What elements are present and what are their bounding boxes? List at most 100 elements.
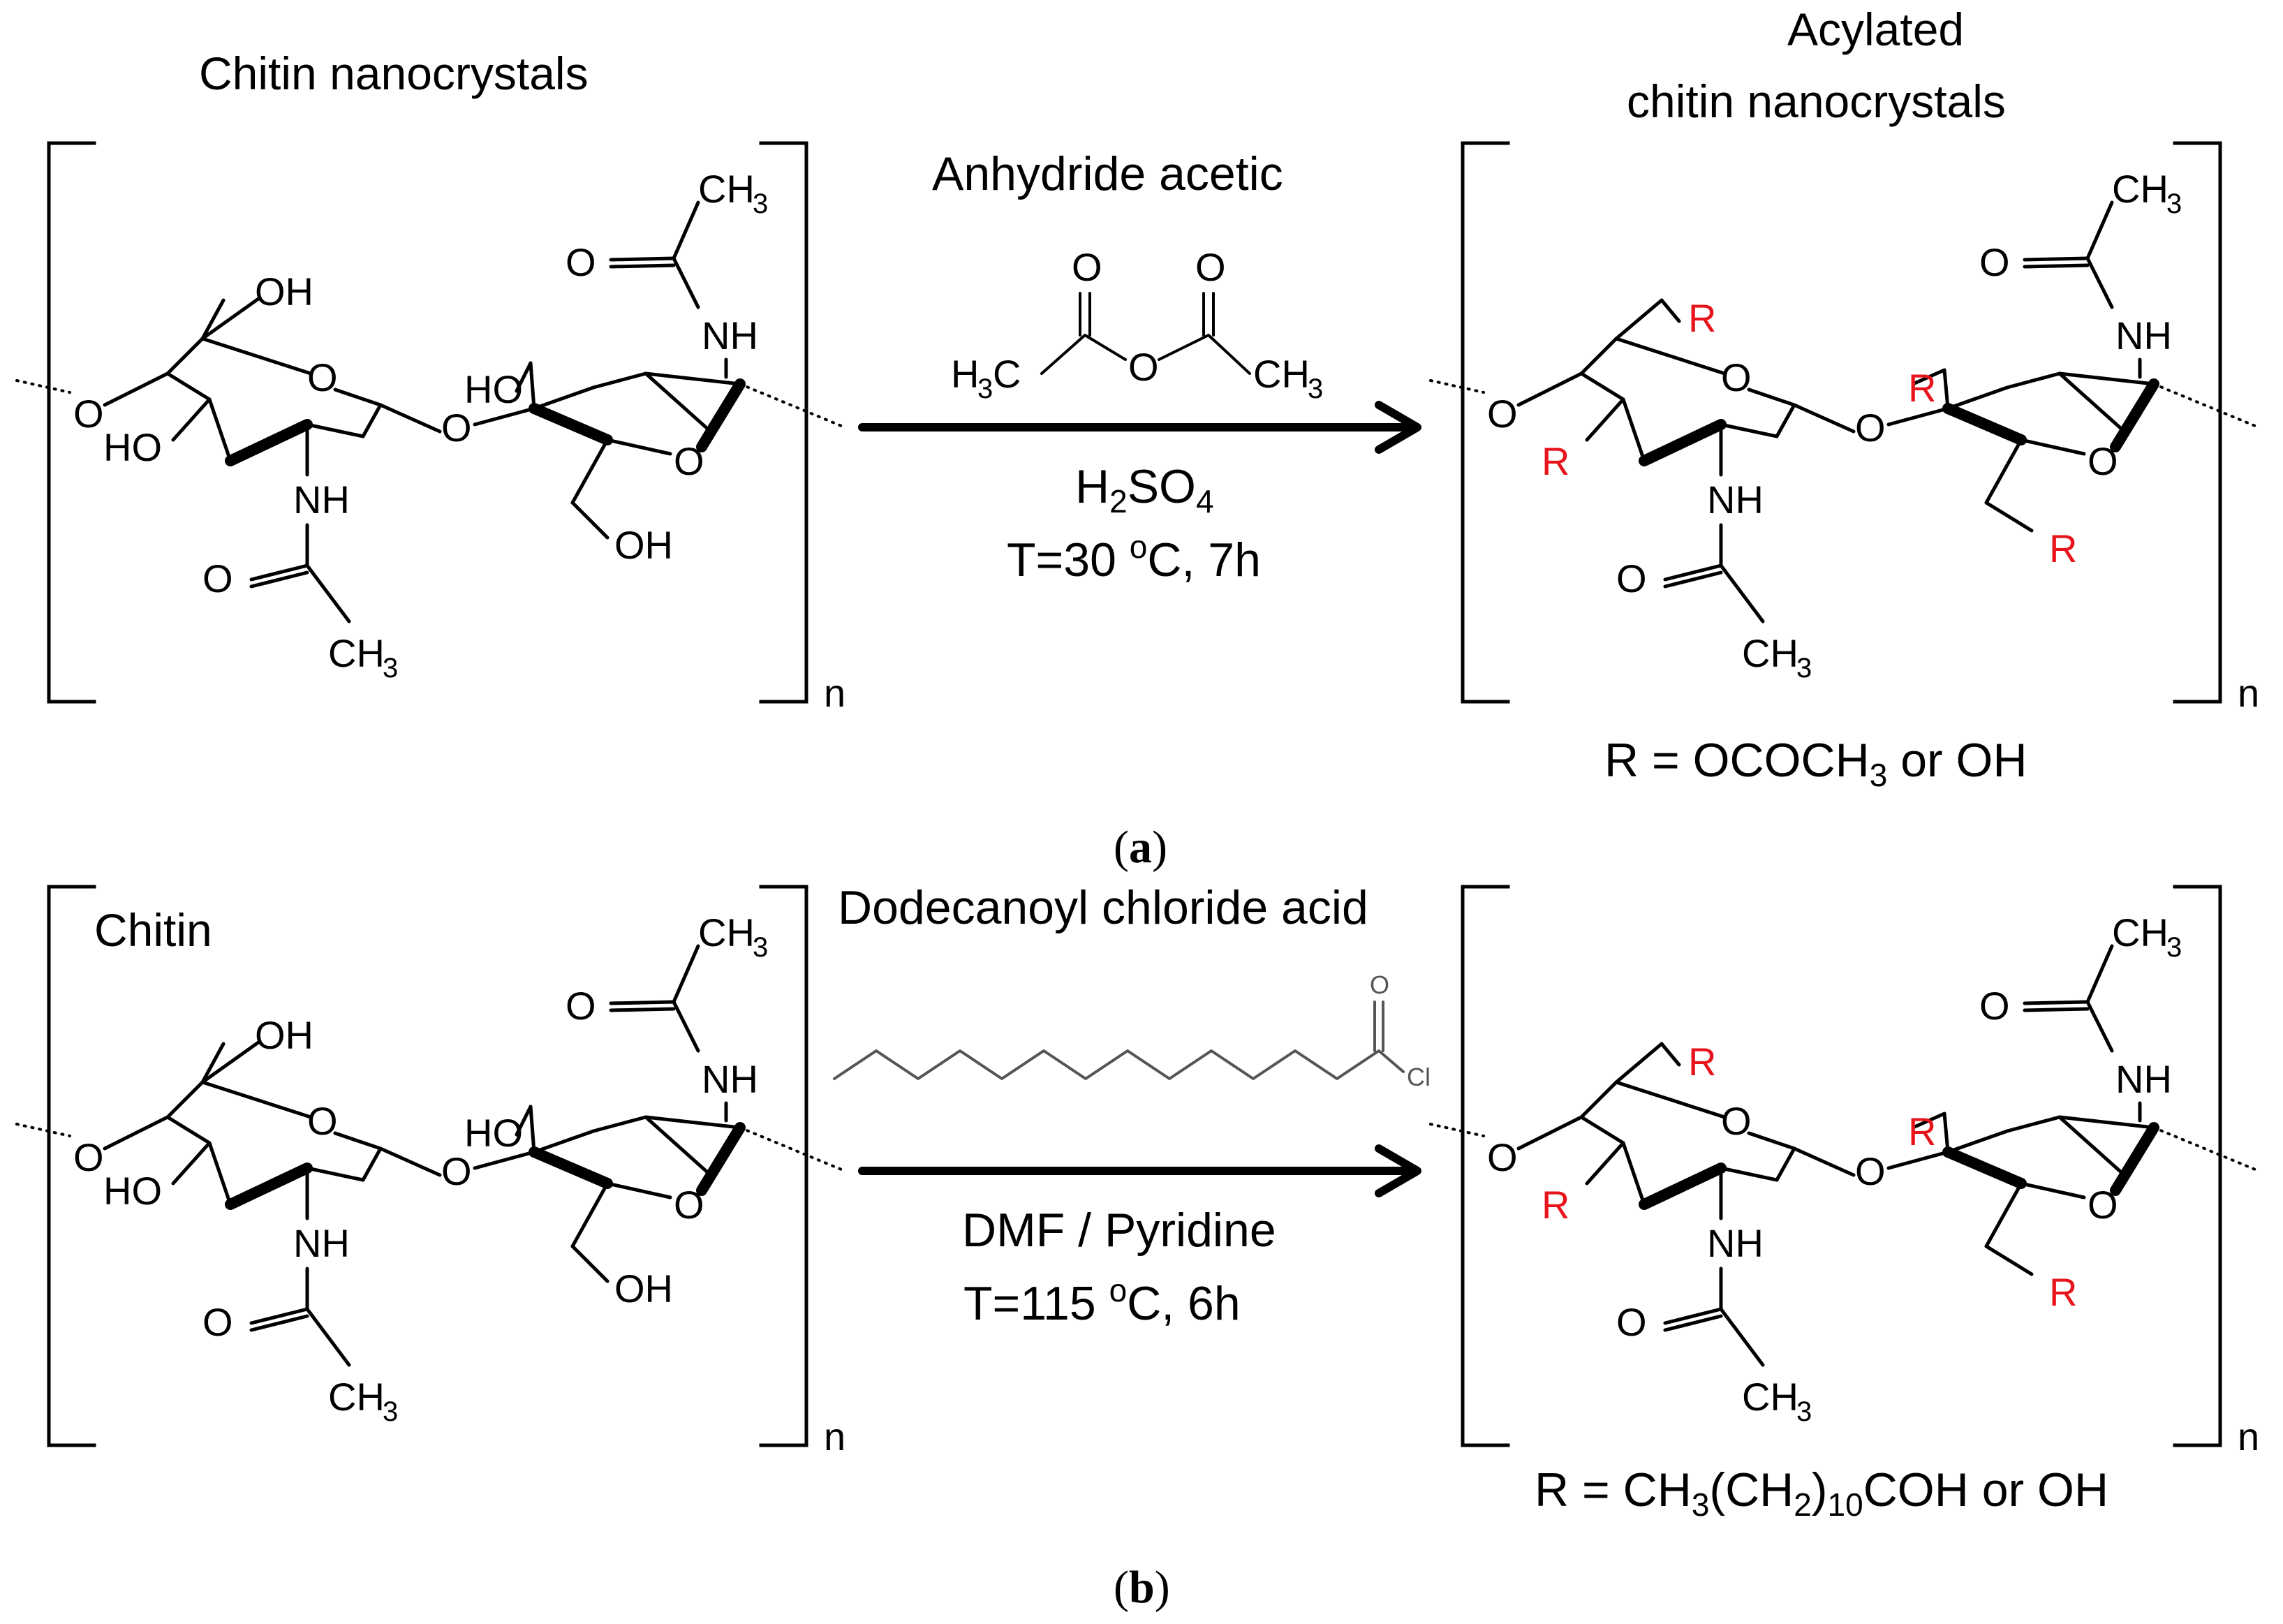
svg-text:O: O xyxy=(566,984,596,1028)
svg-text:HO: HO xyxy=(103,1169,162,1213)
svg-text:O: O xyxy=(1487,1135,1518,1179)
repeat-n: n xyxy=(824,1415,845,1459)
right-bracket xyxy=(759,885,808,1447)
reaction-arrow-a-group: Anhydride acetic O O O H 3 C CH 3 xyxy=(858,147,1421,586)
svg-text:O: O xyxy=(1616,556,1647,600)
r-definition-b: R = CH3(CH2)10COH or OH xyxy=(1535,1463,2108,1523)
svg-text:O: O xyxy=(1721,355,1752,399)
svg-text:O: O xyxy=(1195,245,1226,289)
acetic-anhydride-structure: O O O H 3 C CH 3 xyxy=(951,245,1323,404)
condition-temp-b: T=115 oC, 6h xyxy=(963,1272,1241,1330)
svg-text:NH: NH xyxy=(2115,1057,2172,1101)
reagent-name-a: Anhydride acetic xyxy=(932,147,1283,200)
svg-text:O: O xyxy=(73,392,104,436)
svg-text:HO: HO xyxy=(464,1111,523,1155)
product-title-line2: chitin nanocrystals xyxy=(1627,75,2006,127)
svg-text:T=115 oC, 6h: T=115 oC, 6h xyxy=(963,1272,1241,1330)
svg-text:3: 3 xyxy=(753,189,768,219)
reagent-name-b: Dodecanoyl chloride acid xyxy=(838,881,1368,934)
left-bracket xyxy=(1461,885,1510,1447)
svg-text:R = OCOCH3 or OH: R = OCOCH3 or OH xyxy=(1604,734,2027,793)
svg-text:3: 3 xyxy=(753,932,768,963)
svg-text:O: O xyxy=(1616,1300,1647,1344)
svg-text:3: 3 xyxy=(383,653,398,684)
svg-text:3: 3 xyxy=(2166,932,2182,963)
svg-text:R: R xyxy=(2049,1270,2077,1314)
condition-solvent-b: DMF / Pyridine xyxy=(962,1204,1276,1257)
svg-text:NH: NH xyxy=(702,1057,758,1101)
svg-text:(a): (a) xyxy=(1114,822,1167,873)
arrowhead-a xyxy=(1375,401,1421,454)
svg-text:O: O xyxy=(441,1149,472,1193)
svg-text:O: O xyxy=(441,406,472,450)
condition-temp-a: T=30 oC, 7h xyxy=(1007,529,1261,586)
svg-text:R = CH3(CH2)10COH or OH: R = CH3(CH2)10COH or OH xyxy=(1535,1463,2108,1523)
svg-text:O: O xyxy=(1855,406,1886,450)
svg-text:NH: NH xyxy=(293,478,350,522)
svg-text:R: R xyxy=(1688,1040,1716,1084)
svg-text:O: O xyxy=(202,556,233,600)
svg-text:O: O xyxy=(1370,970,1389,999)
svg-text:CH: CH xyxy=(1253,352,1310,396)
panel-a: Chitin nanocrystals n O OH HO O NH xyxy=(15,3,2259,873)
svg-text:CH: CH xyxy=(698,910,755,954)
svg-text:HO: HO xyxy=(464,367,523,411)
svg-text:HO: HO xyxy=(103,425,162,469)
svg-text:NH: NH xyxy=(2115,313,2172,357)
product-acylated-chitin-b: n O R R O NH O CH 3 xyxy=(1429,885,2259,1523)
r-definition-a: R = OCOCH3 or OH xyxy=(1604,734,2027,793)
svg-text:3: 3 xyxy=(2166,189,2182,219)
svg-text:O: O xyxy=(1487,392,1518,436)
svg-text:OH: OH xyxy=(614,1267,673,1311)
svg-text:3: 3 xyxy=(383,1396,398,1427)
left-bracket xyxy=(1461,141,1510,704)
right-bracket xyxy=(2173,141,2222,704)
reactant-chitin-nanocrystals-a: Chitin nanocrystals n O OH HO O NH xyxy=(15,47,845,715)
svg-text:3: 3 xyxy=(1796,653,1812,684)
svg-text:C: C xyxy=(993,352,1021,396)
svg-text:NH: NH xyxy=(1707,478,1764,522)
dodecanoyl-chloride-structure: O Cl xyxy=(833,970,1431,1091)
svg-text:R: R xyxy=(2049,526,2077,570)
svg-text:H: H xyxy=(951,352,979,396)
svg-text:O: O xyxy=(1128,345,1159,389)
svg-text:O: O xyxy=(307,1099,338,1143)
reactant-chitin-b: Chitin n O OH HO O NH O xyxy=(15,885,845,1459)
svg-text:O: O xyxy=(73,1135,104,1179)
reactant-title: Chitin nanocrystals xyxy=(199,47,589,99)
svg-text:CH: CH xyxy=(328,631,385,675)
reactant-title: Chitin xyxy=(94,904,212,956)
panel-label-b: (b) xyxy=(1114,1562,1170,1613)
panel-b: Chitin n O OH HO O NH O xyxy=(15,881,2259,1613)
svg-text:O: O xyxy=(202,1300,233,1344)
svg-text:(b): (b) xyxy=(1114,1562,1170,1613)
svg-text:R: R xyxy=(1542,439,1569,483)
svg-text:3: 3 xyxy=(1796,1396,1812,1427)
svg-text:OH: OH xyxy=(255,1013,313,1057)
svg-text:T=30 oC, 7h: T=30 oC, 7h xyxy=(1007,529,1261,586)
left-bracket xyxy=(47,141,96,704)
svg-text:Cl: Cl xyxy=(1407,1063,1431,1091)
svg-text:O: O xyxy=(1979,984,2010,1028)
svg-text:CH: CH xyxy=(1742,1375,1798,1419)
product-acylated-chitin-a: Acylated chitin nanocrystals n O R R O N… xyxy=(1429,3,2259,793)
left-bracket xyxy=(47,885,96,1447)
svg-text:R: R xyxy=(1908,366,1936,410)
svg-text:OH: OH xyxy=(255,270,313,313)
svg-text:NH: NH xyxy=(1707,1221,1764,1265)
repeat-n: n xyxy=(2238,1415,2259,1459)
svg-text:CH: CH xyxy=(2112,910,2169,954)
svg-text:CH: CH xyxy=(698,167,755,211)
right-bracket xyxy=(759,141,808,704)
svg-text:NH: NH xyxy=(702,313,758,357)
svg-text:3: 3 xyxy=(1308,374,1323,404)
condition-acid-a: H2SO4 xyxy=(1075,460,1214,519)
arrowhead-b xyxy=(1375,1144,1421,1197)
reaction-arrow-b-group: Dodecanoyl chloride acid O Cl DMF / Pyri… xyxy=(833,881,1431,1330)
svg-text:OH: OH xyxy=(614,523,673,567)
svg-text:CH: CH xyxy=(328,1375,385,1419)
svg-text:CH: CH xyxy=(2112,167,2169,211)
svg-text:O: O xyxy=(1979,240,2010,284)
panel-label-a: (a) xyxy=(1114,822,1167,873)
